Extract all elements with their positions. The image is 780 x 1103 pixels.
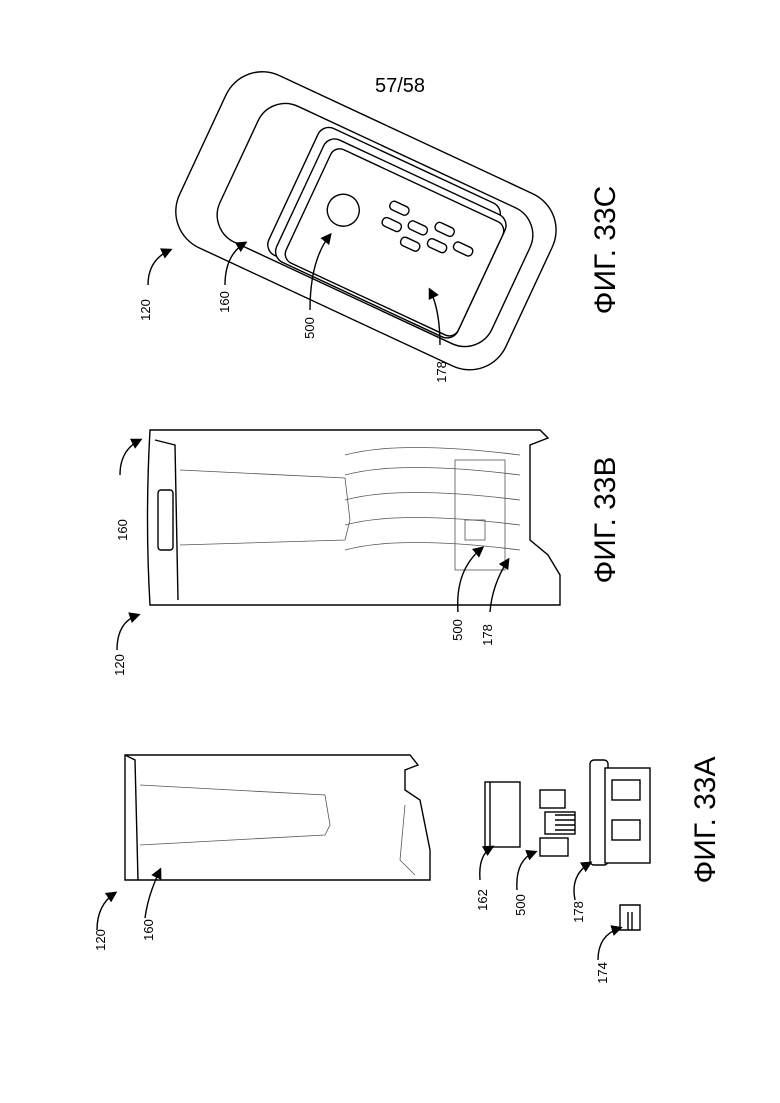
fig-33a: 120 160 162 500 178 174 ФИГ. 33A	[93, 755, 722, 984]
ref-174: 174	[595, 962, 610, 984]
internal-components	[345, 448, 520, 571]
ref-120: 120	[138, 299, 153, 321]
ref-500: 500	[513, 894, 528, 916]
ref-162: 162	[475, 889, 490, 911]
ref-178: 178	[434, 361, 449, 383]
fig-33b: 120 160 500 178 ФИГ. 33B	[112, 430, 622, 676]
part-174	[620, 905, 640, 930]
figure-caption-33c: ФИГ. 33C	[589, 186, 622, 315]
page-number: 57/58	[375, 75, 425, 97]
ref-178: 178	[480, 624, 495, 646]
part-500	[540, 790, 575, 856]
ref-178: 178	[571, 901, 586, 923]
ref-160: 160	[217, 291, 232, 313]
ref-500: 500	[302, 317, 317, 339]
ref-160: 160	[141, 919, 156, 941]
ref-120: 120	[112, 654, 127, 676]
figure-caption-33b: ФИГ. 33B	[589, 456, 622, 583]
ref-120: 120	[93, 929, 108, 951]
housing-160-exploded	[125, 755, 430, 880]
part-178	[590, 760, 650, 865]
ref-160: 160	[115, 519, 130, 541]
ref-500: 500	[450, 619, 465, 641]
fig-33c: 120 160 500 178 ФИГ. 33C	[138, 59, 622, 383]
figure-caption-33a: ФИГ. 33A	[689, 756, 722, 883]
